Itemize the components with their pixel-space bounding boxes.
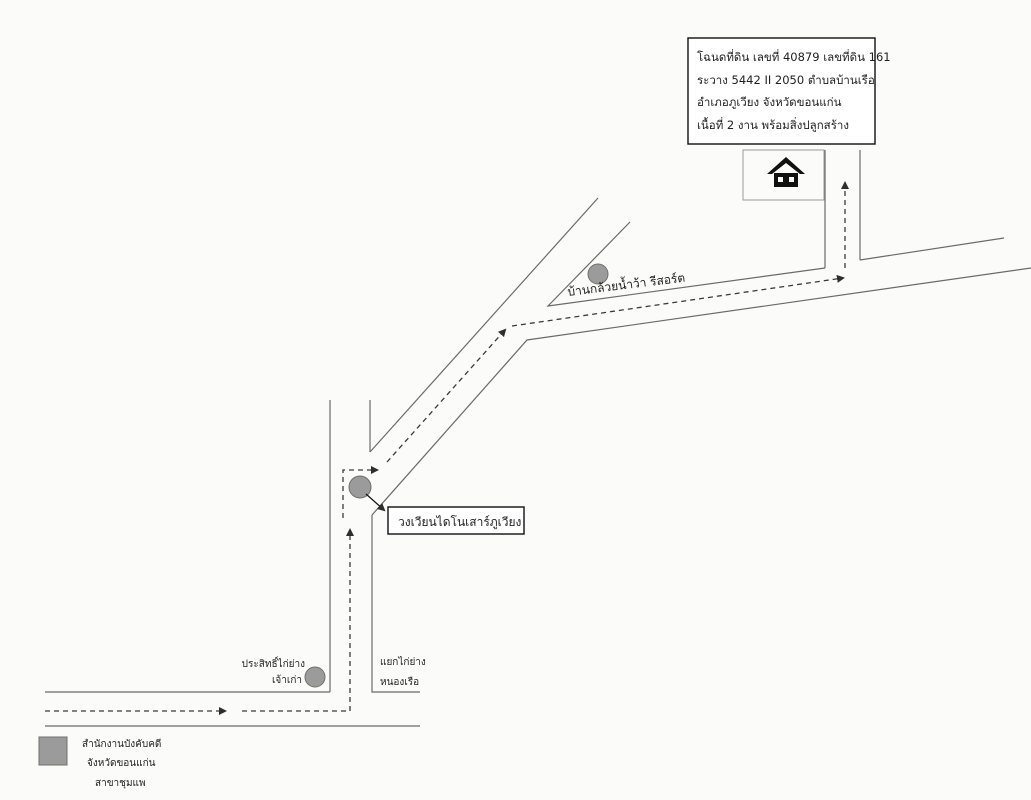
legend: สำนักงานบังคับคดี จังหวัดขอนแก่น สาขาชุม… xyxy=(38,736,161,789)
route-segment-5 xyxy=(511,274,845,327)
route-path xyxy=(45,181,849,715)
circle-marker-icon xyxy=(304,666,326,688)
resort-label: บ้านกล้วยน้ำว้า รีสอร์ต xyxy=(566,269,685,299)
junction-left-landmark: ประสิทธิ์ไก่ย่าง เจ้าเก่า xyxy=(242,656,326,688)
junction-left-label-2: เจ้าเก่า xyxy=(272,674,302,686)
roundabout-label: วงเวียนไดโนเสาร์ภูเวียง xyxy=(398,515,521,530)
diagonal-road-right-edge xyxy=(371,267,1031,516)
route-segment-4 xyxy=(386,328,507,463)
circle-marker-icon xyxy=(348,475,372,499)
circle-marker-icon xyxy=(587,263,609,285)
junction-right-landmark: แยกไก่ย่าง หนองเรือ xyxy=(380,656,426,688)
target-property xyxy=(742,149,825,201)
square-marker-icon xyxy=(38,736,68,766)
junction-left-label-1: ประสิทธิ์ไก่ย่าง xyxy=(242,656,305,670)
title-deed-line-3: อำเภอภูเวียง จังหวัดขอนแก่น xyxy=(697,95,842,109)
roundabout-landmark: วงเวียนไดโนเสาร์ภูเวียง xyxy=(348,475,525,535)
route-segment-2 xyxy=(242,528,354,712)
title-deed-line-2: ระวาง 5442 II 2050 ตำบลบ้านเรือ xyxy=(697,73,875,87)
diagonal-road-left-edge xyxy=(369,197,599,453)
junction-right-label-1: แยกไก่ย่าง xyxy=(380,656,426,668)
title-deed-line-4: เนื้อที่ 2 งาน พร้อมสิ่งปลูกสร้าง xyxy=(697,117,849,132)
top-road-right-edge xyxy=(859,237,1005,261)
title-deed-line-1: โฉนดที่ดิน เลขที่ 40879 เลขที่ดิน 161 xyxy=(697,49,891,64)
route-segment-3 xyxy=(342,466,379,518)
title-deed-frame xyxy=(687,37,876,145)
house-icon xyxy=(767,157,805,187)
legend-line-1: สำนักงานบังคับคดี xyxy=(82,738,161,750)
roads xyxy=(45,150,1031,727)
legend-line-2: จังหวัดขอนแก่น xyxy=(87,758,156,769)
vertical-road-right-edge-lower xyxy=(371,515,420,693)
junction-right-label-2: หนองเรือ xyxy=(380,676,419,688)
branch-road-edge xyxy=(546,221,826,307)
title-deed-box: โฉนดที่ดิน เลขที่ 40879 เลขที่ดิน 161 ระ… xyxy=(687,37,891,145)
roundabout-pointer-icon xyxy=(365,493,386,512)
legend-line-3: สาขาชุมแพ xyxy=(95,778,146,789)
roundabout-label-frame xyxy=(387,506,525,535)
house-frame xyxy=(742,149,825,201)
